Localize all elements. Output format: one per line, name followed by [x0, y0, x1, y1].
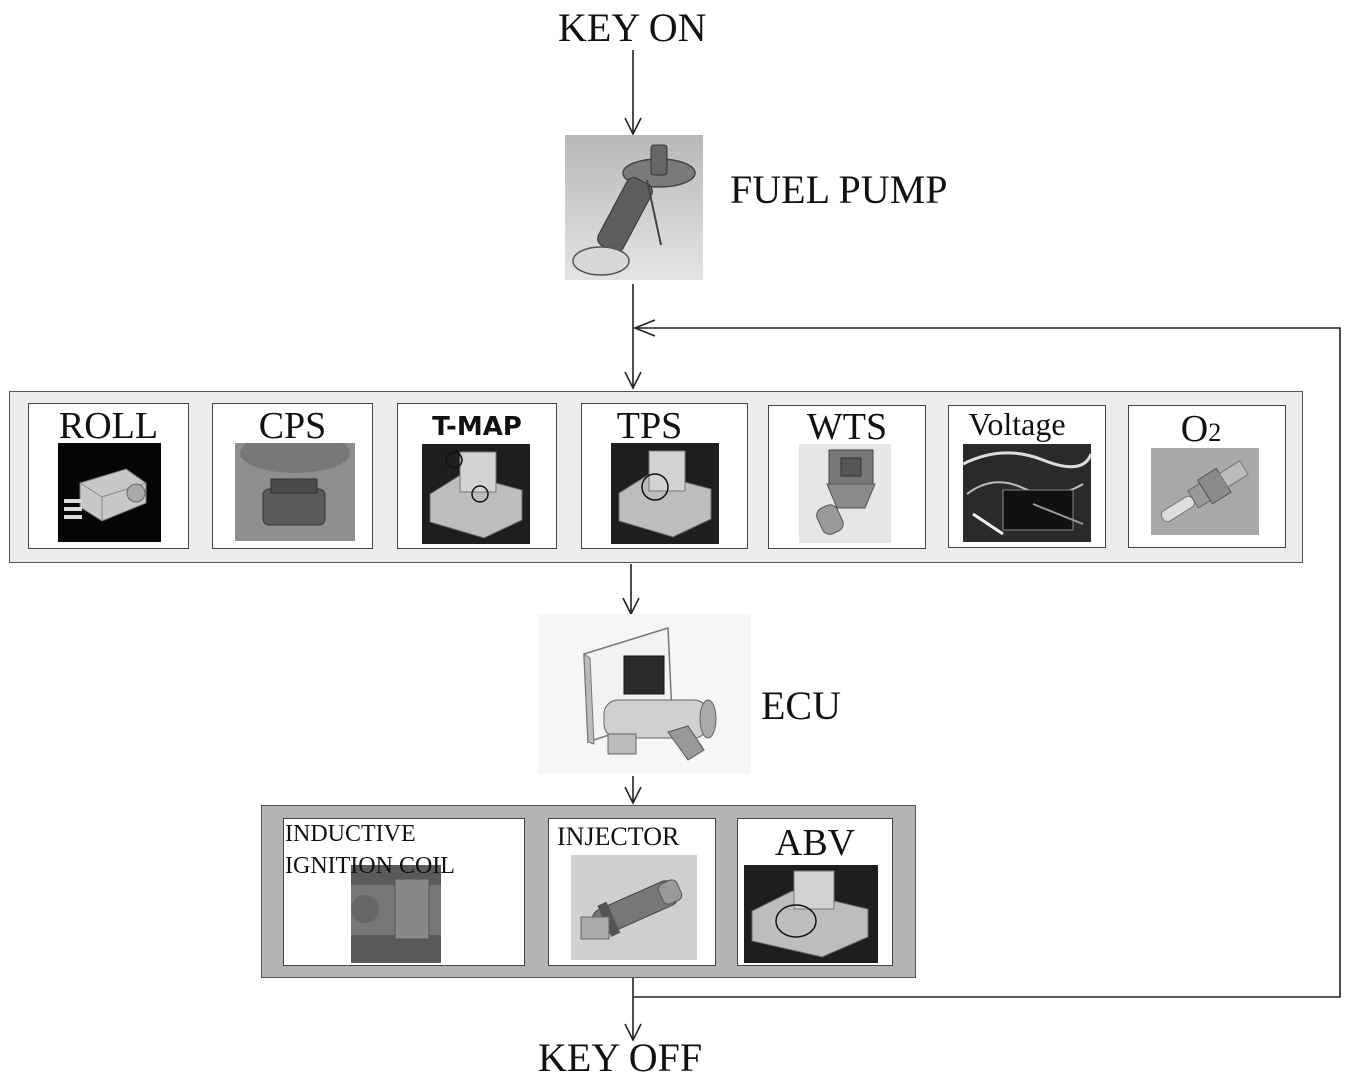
sensor-label: Voltage	[949, 408, 1105, 440]
cps-sensor: CPS	[212, 403, 373, 549]
injector-label: INJECTOR	[557, 824, 679, 850]
key-on-label: KEY ON	[558, 8, 707, 48]
ignition-coil-label-line2: IGNITION COIL	[285, 854, 455, 878]
fuel-pump-icon	[565, 135, 703, 280]
abv-icon	[744, 865, 878, 963]
voltage-icon	[963, 444, 1091, 542]
sensor-label: O2	[1129, 410, 1285, 448]
tmap-sensor-icon	[422, 444, 530, 544]
injector-actuator: INJECTOR	[548, 818, 716, 966]
ignition-coil-label-line1: INDUCTIVE	[285, 822, 416, 846]
ignition-coil-actuator: INDUCTIVE IGNITION COIL	[283, 818, 525, 966]
ignition-coil-icon	[351, 865, 441, 963]
wts-sensor: WTS	[768, 405, 926, 549]
abv-label: ABV	[738, 824, 892, 862]
roll-sensor-icon	[58, 443, 161, 542]
sensor-label: CPS	[213, 407, 372, 445]
o2-subscript: 2	[1208, 418, 1221, 447]
sensor-label: TPS	[582, 407, 747, 445]
sensor-label: T-MAP	[398, 414, 556, 440]
cps-sensor-icon	[235, 443, 355, 541]
fuel-pump-label: FUEL PUMP	[730, 170, 947, 210]
injector-icon	[571, 855, 697, 960]
voltage-sensor: Voltage	[948, 405, 1106, 548]
wts-sensor-icon	[799, 444, 891, 543]
ecu-label: ECU	[761, 686, 841, 726]
o2-sensor: O2	[1128, 405, 1286, 548]
sensor-label: ROLL	[29, 407, 188, 445]
tmap-sensor: T-MAP	[397, 403, 557, 549]
o2-sensor-icon	[1151, 448, 1259, 535]
tps-sensor: TPS	[581, 403, 748, 549]
roll-sensor: ROLL	[28, 403, 189, 549]
ecu-icon	[538, 614, 751, 774]
abv-actuator: ABV	[737, 818, 893, 966]
key-off-label: KEY OFF	[538, 1038, 702, 1078]
sensor-label: WTS	[769, 408, 925, 446]
tps-sensor-icon	[611, 443, 719, 544]
o2-letter: O	[1181, 408, 1208, 450]
